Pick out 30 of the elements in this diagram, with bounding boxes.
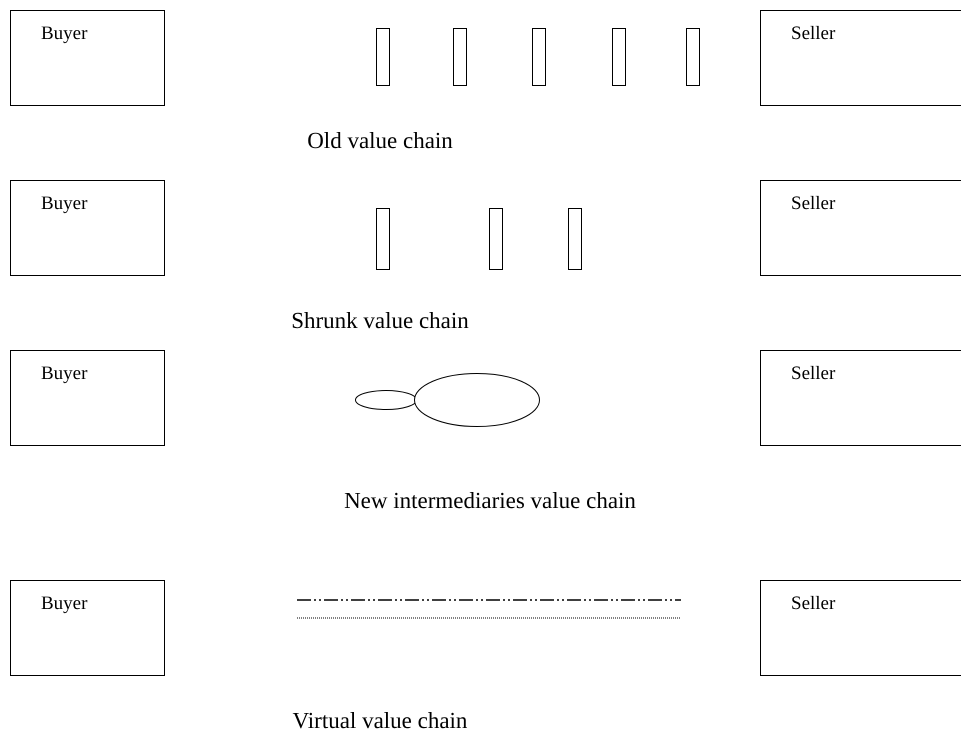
party-label: Buyer (41, 193, 88, 215)
intermediary-box (376, 28, 390, 86)
chain-caption: Old value chain (307, 128, 453, 154)
party-box (10, 580, 165, 676)
intermediary-box (376, 208, 390, 270)
party-label: Buyer (41, 593, 88, 615)
intermediary-ellipse (355, 390, 417, 410)
party-box (760, 580, 961, 676)
party-label: Seller (791, 193, 836, 215)
chain-caption: Shrunk value chain (291, 308, 469, 334)
party-label: Buyer (41, 363, 88, 385)
party-label: Seller (791, 363, 836, 385)
party-box (760, 180, 961, 276)
chain-caption: Virtual value chain (292, 708, 468, 734)
intermediary-box (453, 28, 467, 86)
intermediary-ellipse (414, 373, 540, 427)
party-box (10, 10, 165, 106)
party-box (760, 10, 961, 106)
party-box (10, 350, 165, 446)
intermediary-box (612, 28, 626, 86)
intermediary-box (568, 208, 582, 270)
party-box (10, 180, 165, 276)
chain-caption: New intermediaries value chain (344, 488, 636, 514)
party-label: Seller (791, 23, 836, 45)
party-label: Buyer (41, 23, 88, 45)
party-box (760, 350, 961, 446)
intermediary-box (686, 28, 700, 86)
party-label: Seller (791, 593, 836, 615)
intermediary-box (489, 208, 503, 270)
intermediary-box (532, 28, 546, 86)
